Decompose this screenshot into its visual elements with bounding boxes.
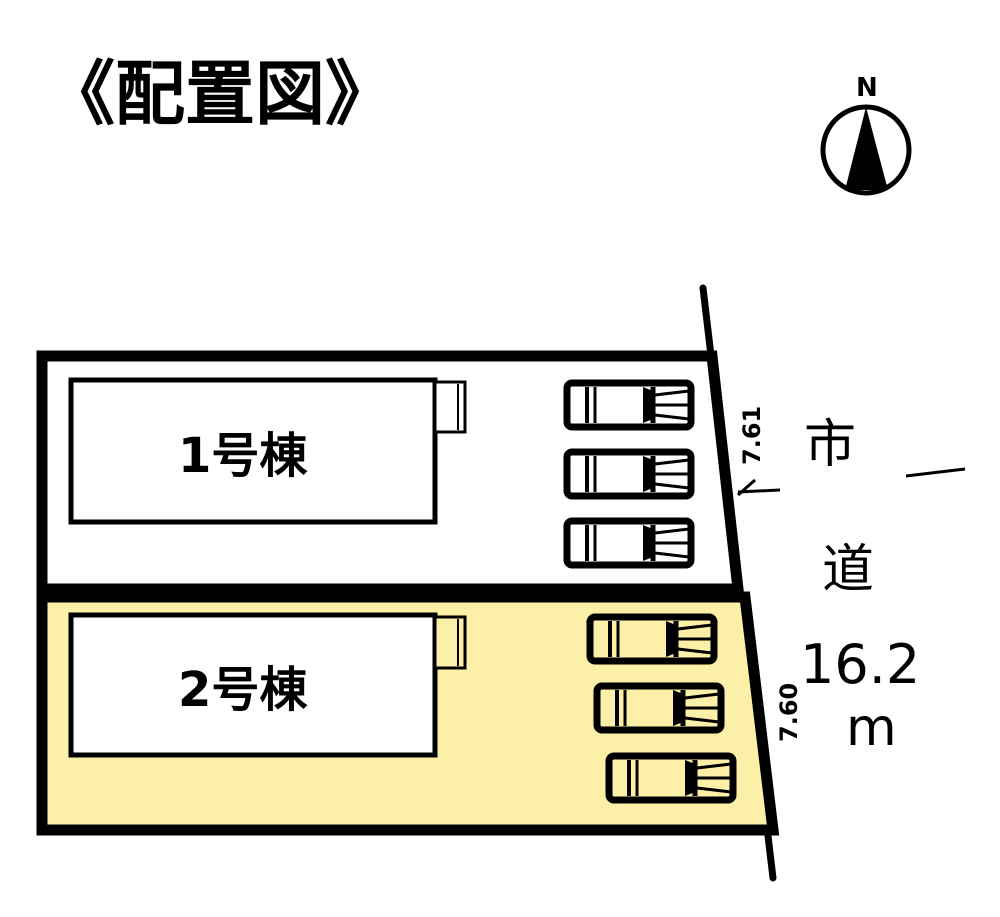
- car-icon: [597, 686, 721, 730]
- lot-2-frontage: 7.60: [775, 683, 803, 742]
- dimension-leader-line: [737, 488, 781, 494]
- parking-lot-1: [567, 383, 691, 565]
- building-2-label: 2号棟: [178, 662, 308, 718]
- road-label-char-1: 市: [804, 415, 856, 475]
- road-label-char-2: 道: [822, 540, 874, 600]
- car-icon: [590, 617, 714, 661]
- lot-1-frontage: 7.61: [738, 406, 766, 465]
- building-2[interactable]: 2号棟: [68, 612, 467, 758]
- car-icon: [567, 521, 691, 565]
- car-icon: [609, 756, 733, 800]
- road-width-unit: m: [846, 698, 897, 758]
- parking-lot-2: [590, 617, 733, 800]
- road-label-dash: [905, 467, 966, 478]
- page-title: 《配置図》: [45, 53, 395, 135]
- road-width-value: 16.2: [800, 633, 920, 696]
- car-icon: [567, 452, 691, 496]
- north-label: N: [856, 73, 878, 103]
- car-icon: [567, 383, 691, 427]
- building-1-label: 1号棟: [178, 428, 308, 484]
- north-arrow-icon: N: [820, 73, 912, 196]
- building-1[interactable]: 1号棟: [68, 377, 467, 525]
